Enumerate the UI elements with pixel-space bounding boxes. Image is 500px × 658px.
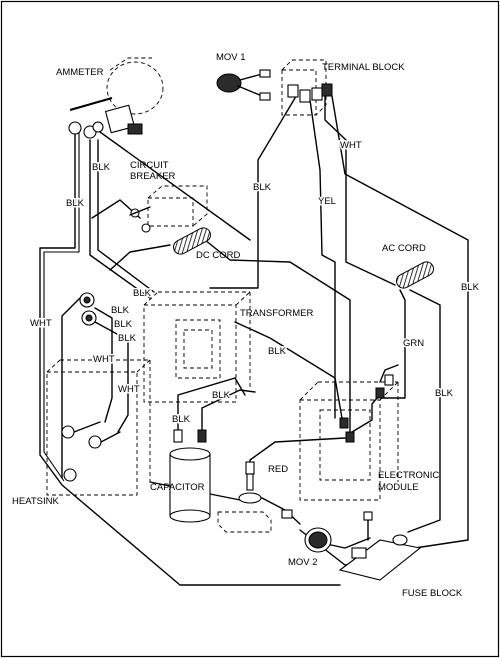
circuit-breaker [129, 206, 151, 233]
mov2-label: MOV 2 [288, 557, 318, 568]
fuse-block-label: FUSE BLOCK [402, 588, 463, 599]
component-labels: AMMETER MOV 1 TERMINAL BLOCK CIRCUIT BRE… [12, 52, 463, 599]
wire-label-blk-transformer: BLK [268, 346, 287, 357]
capacitor-label: CAPACITOR [150, 482, 205, 493]
wire-label-wht-top: WHT [340, 140, 362, 151]
heatsink-outline [46, 359, 151, 496]
mov2 [281, 509, 332, 553]
terminal-block-label: TERMINAL BLOCK [322, 62, 405, 73]
wire-label-blk-left: BLK [66, 198, 85, 209]
terminal-block [287, 83, 333, 103]
wire-labels: BLK BLK WHT BLK YEL BLK BLK BLK BLK WHT … [29, 139, 482, 477]
wire-label-blk-cap-left: BLK [172, 414, 191, 425]
wire-label-blk-term3: BLK [118, 333, 137, 344]
circuit-breaker-label-line2: BREAKER [130, 171, 176, 182]
terminal-block-outline [281, 59, 327, 116]
ac-cord-label: AC CORD [382, 243, 426, 254]
capacitor [169, 429, 211, 523]
dc-cord [173, 227, 211, 255]
wire-label-wht-left: WHT [30, 318, 52, 329]
fuse-block [338, 511, 422, 581]
wire-label-blk-cap-right: BLK [212, 390, 231, 401]
heatsink-label: HEATSINK [12, 496, 59, 507]
mov1 [216, 69, 271, 101]
ammeter-outline [106, 57, 164, 115]
ammeter-label: AMMETER [56, 67, 104, 78]
wire-label-blk-center: BLK [253, 182, 272, 193]
wire-label-blk-term1: BLK [111, 305, 130, 316]
wire-label-yel: YEL [318, 196, 336, 207]
transformer-outline [143, 291, 251, 403]
wire-label-blk-ammeter: BLK [92, 162, 111, 173]
dc-cord-label: DC CORD [196, 250, 240, 261]
heatsink-components [61, 421, 121, 482]
circuit-breaker-label-line1: CIRCUIT [130, 160, 169, 171]
wire-label-blk-right: BLK [435, 388, 454, 399]
bolt-post [238, 461, 262, 504]
wire-label-blk-dc-cord: BLK [133, 288, 152, 299]
mov1-label: MOV 1 [216, 52, 246, 63]
electronic-module-label-line2: MODULE [378, 482, 419, 493]
ammeter [68, 96, 143, 139]
wire-label-blk-term2: BLK [114, 319, 133, 330]
electronic-module-label-line1: ELECTRONIC [378, 470, 439, 481]
wire-label-wht-mid1: WHT [93, 354, 115, 365]
wire-label-wht-mid2: WHT [118, 384, 140, 395]
capacitor-outline [217, 511, 272, 533]
ac-cord [396, 261, 434, 289]
wire-label-red: RED [268, 464, 288, 475]
wire-label-grn: GRN [403, 338, 424, 349]
wire-label-blk-far-right: BLK [461, 282, 480, 293]
heatsink-top-terminals [79, 292, 97, 326]
transformer-label: TRANSFORMER [240, 308, 314, 319]
electronic-module-connectors [339, 374, 394, 443]
circuit-breaker-outline [147, 185, 208, 227]
